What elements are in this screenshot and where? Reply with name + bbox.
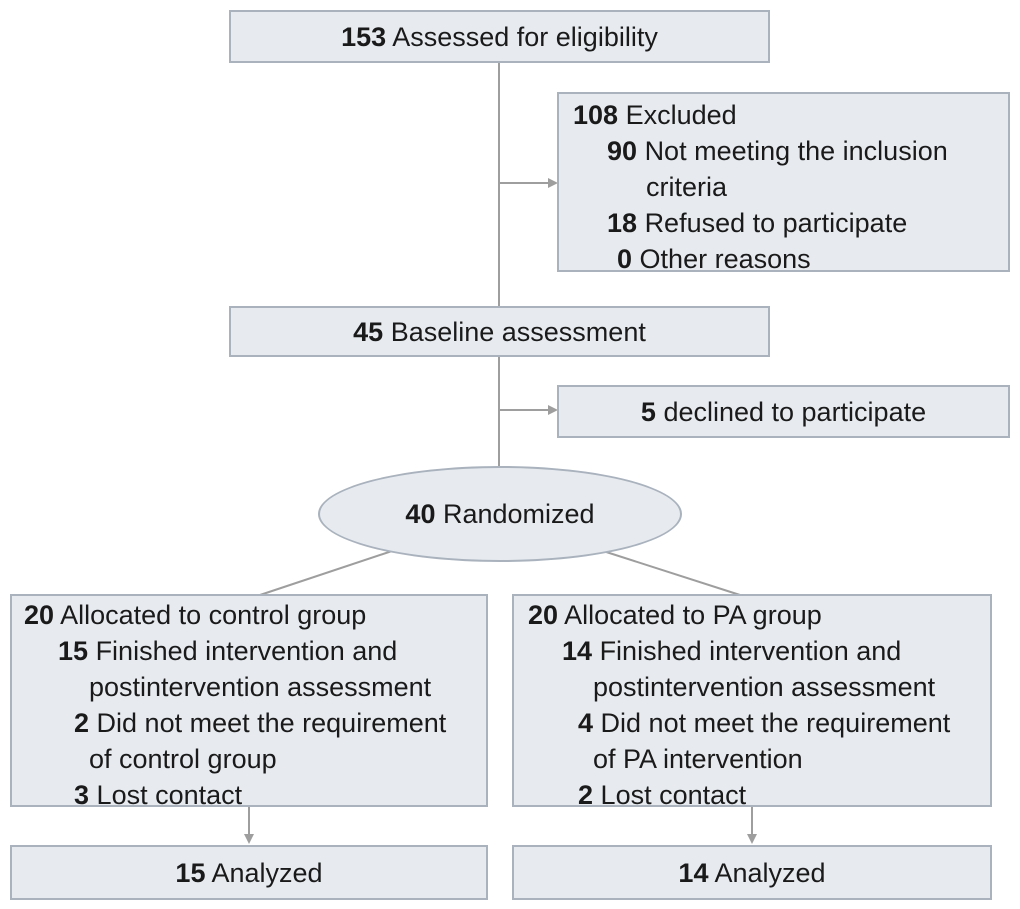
pa-item-label: Finished intervention and: [599, 636, 902, 666]
declined-label: declined to participate: [663, 396, 927, 427]
control-item-label: Finished intervention and: [95, 636, 398, 666]
control-group-box: 20 Allocated to control group 15 Finishe…: [10, 594, 488, 810]
control-analyzed-count: 15: [175, 857, 206, 888]
control-item-cont: postintervention assessment: [89, 672, 432, 702]
pa-item-cont: of PA intervention: [593, 744, 803, 774]
baseline-count: 45: [353, 316, 384, 347]
control-item-label: Lost contact: [96, 780, 243, 810]
excluded-item-cont: criteria: [646, 172, 728, 202]
excluded-label: Excluded: [625, 100, 737, 130]
pa-item-cont: postintervention assessment: [593, 672, 936, 702]
assessed-box: 153 Assessed for eligibility: [229, 10, 770, 63]
pa-analyzed-label: Analyzed: [714, 857, 826, 888]
excluded-item-label: Other reasons: [639, 244, 811, 274]
control-item-count: 15: [58, 636, 89, 666]
branch-pa-line: [599, 549, 741, 596]
pa-count: 20: [528, 600, 559, 630]
control-analyzed-box: 15 Analyzed: [10, 845, 488, 900]
branch-control-line: [259, 549, 396, 596]
control-item-label: Did not meet the requirement: [96, 708, 447, 738]
excluded-item-label: Refused to participate: [644, 208, 908, 238]
control-item-cont: of control group: [89, 744, 277, 774]
declined-count: 5: [640, 396, 656, 427]
pa-analyzed-count: 14: [678, 857, 709, 888]
excluded-count: 108: [573, 100, 619, 130]
excluded-box: 108 Excluded 90 Not meeting the inclusio…: [557, 92, 1010, 274]
pa-group-box: 20 Allocated to PA group 14 Finished int…: [512, 594, 992, 810]
pa-item-count: 2: [578, 780, 594, 810]
excluded-item-label: Not meeting the inclusion: [644, 136, 948, 166]
pa-item-count: 14: [562, 636, 593, 666]
excluded-item-count: 90: [607, 136, 638, 166]
declined-box: 5 declined to participate: [557, 385, 1010, 438]
control-item-count: 2: [74, 708, 90, 738]
randomized-count: 40: [405, 498, 436, 529]
pa-item-label: Did not meet the requirement: [600, 708, 951, 738]
assessed-label: Assessed for eligibility: [392, 21, 658, 52]
excluded-item-count: 0: [617, 244, 633, 274]
excluded-item-count: 18: [607, 208, 638, 238]
pa-label: Allocated to PA group: [564, 600, 822, 630]
control-label: Allocated to control group: [60, 600, 367, 630]
pa-item-label: Lost contact: [600, 780, 747, 810]
randomized-ellipse: 40 Randomized: [318, 466, 682, 562]
pa-item-count: 4: [578, 708, 594, 738]
pa-analyzed-box: 14 Analyzed: [512, 845, 992, 900]
assessed-count: 153: [341, 21, 387, 52]
control-item-count: 3: [74, 780, 90, 810]
baseline-box: 45 Baseline assessment: [229, 306, 770, 357]
control-count: 20: [24, 600, 55, 630]
baseline-label: Baseline assessment: [390, 316, 646, 347]
control-analyzed-label: Analyzed: [211, 857, 323, 888]
randomized-label: Randomized: [442, 498, 595, 529]
